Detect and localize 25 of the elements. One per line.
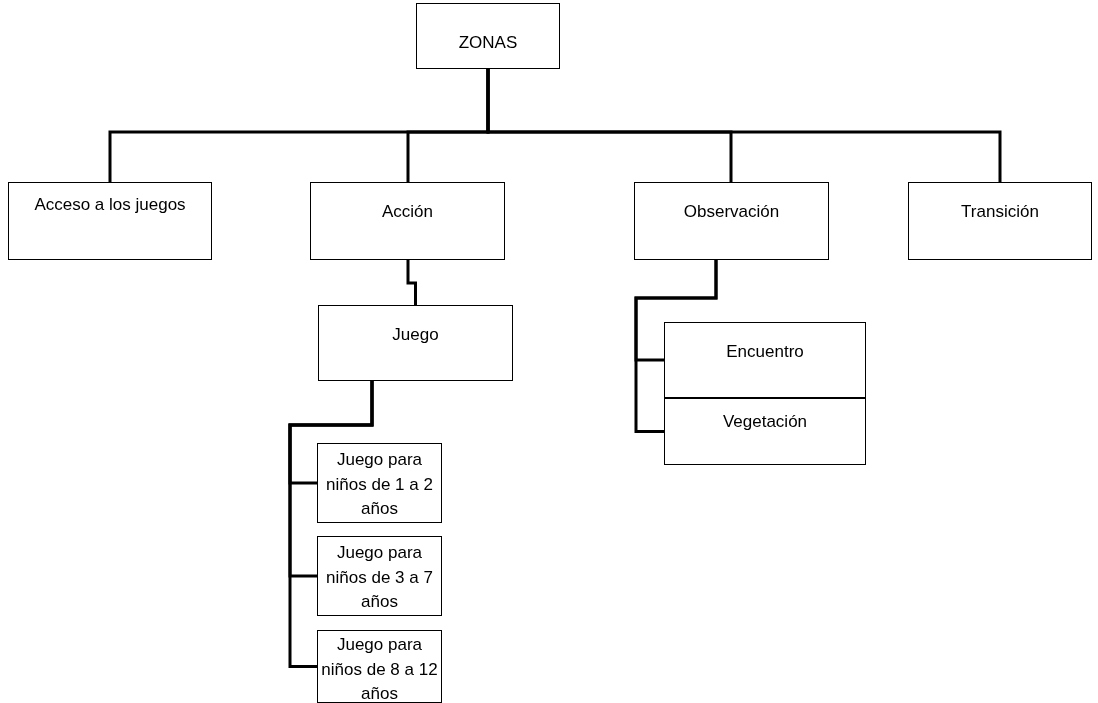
node-label: Juego [392, 324, 439, 346]
node-label: Observación [683, 201, 780, 223]
node-label: Encuentro [726, 341, 804, 363]
node-label: Transición [961, 201, 1039, 223]
connector-line [406, 260, 417, 305]
node-label: Juego para niños de 3 a 7 años [325, 542, 434, 614]
text-box [317, 443, 442, 523]
text-box [318, 305, 513, 381]
text-box [310, 182, 505, 260]
connector-line [288, 381, 374, 668]
node-label: Acción [382, 201, 433, 223]
node-label: ZONAS [458, 31, 518, 54]
text-box [664, 398, 866, 465]
node-label: Acceso a los juegos [34, 194, 186, 216]
text-box [908, 182, 1092, 260]
node-label: Juego para niños de 1 a 2 años [325, 449, 434, 521]
node-label: Vegetación [722, 411, 808, 433]
node-label: Juego para niños de 8 a 12 años [320, 634, 439, 703]
text-box [317, 536, 442, 616]
text-box [416, 3, 560, 69]
text-box [8, 182, 212, 260]
connector-line [486, 69, 1002, 182]
text-box [664, 322, 866, 398]
connector-line [634, 260, 718, 433]
text-box [634, 182, 829, 260]
